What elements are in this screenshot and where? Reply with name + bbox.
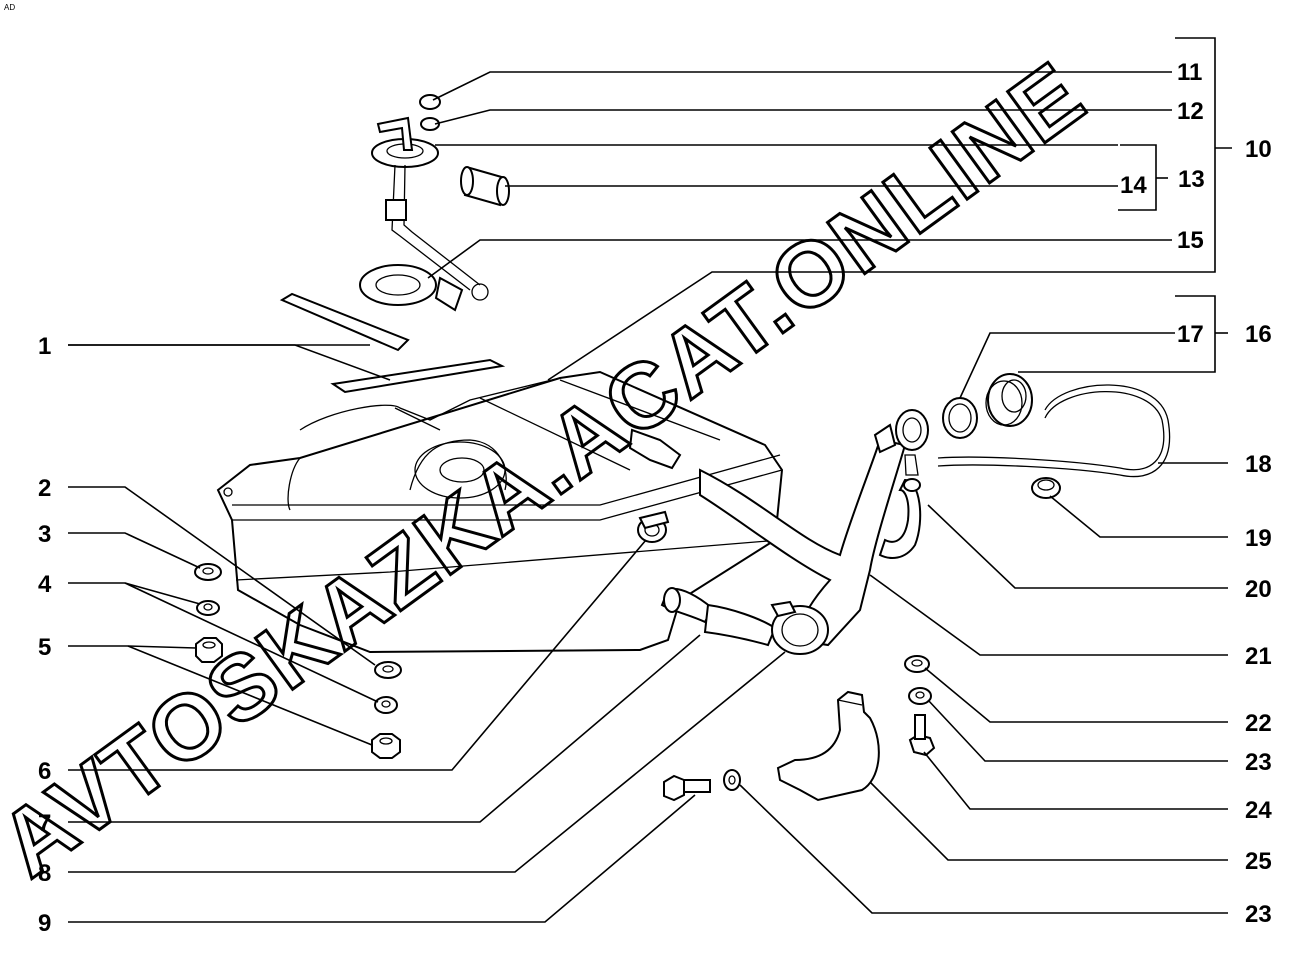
washer-3[interactable] — [194, 563, 222, 581]
bolt-24[interactable] — [908, 714, 936, 757]
label-12: 12 — [1177, 98, 1204, 125]
grommet-19[interactable] — [1031, 477, 1061, 499]
bolt-9[interactable] — [663, 774, 711, 802]
label-23-bottom: 23 — [1245, 901, 1272, 928]
label-25: 25 — [1245, 848, 1272, 875]
fuel-tank[interactable] — [216, 370, 784, 654]
label-2: 2 — [38, 475, 51, 502]
filler-cap-16[interactable] — [985, 373, 1033, 427]
label-22: 22 — [1245, 710, 1272, 737]
fuel-gauge-sender[interactable] — [371, 116, 489, 312]
bracket-group-10 — [1120, 37, 1232, 273]
label-4: 4 — [38, 571, 52, 598]
spring-washer-4b[interactable] — [374, 696, 398, 714]
label-10: 10 — [1245, 136, 1272, 163]
tank-pad-strip-1[interactable] — [279, 292, 410, 352]
label-5: 5 — [38, 634, 51, 661]
label-20: 20 — [1245, 576, 1272, 603]
bracket-group-16 — [1018, 295, 1228, 373]
sender-gasket[interactable] — [359, 264, 437, 306]
label-6: 6 — [38, 758, 51, 785]
label-21: 21 — [1245, 643, 1272, 670]
vent-pipe-20[interactable] — [878, 454, 922, 559]
label-18: 18 — [1245, 451, 1272, 478]
cap-nut-11[interactable] — [419, 94, 441, 110]
label-15: 15 — [1177, 227, 1204, 254]
label-19: 19 — [1245, 525, 1272, 552]
leader-lines — [68, 71, 1228, 923]
label-7: 7 — [38, 810, 51, 837]
washer-2[interactable] — [374, 661, 402, 679]
fuel-filter-14[interactable] — [460, 166, 510, 207]
label-24: 24 — [1245, 797, 1272, 824]
bracket-25[interactable] — [776, 690, 880, 802]
filler-neck-seal-17[interactable] — [942, 397, 978, 439]
label-8: 8 — [38, 860, 51, 887]
label-11: 11 — [1177, 59, 1202, 86]
washer-22[interactable] — [904, 655, 930, 673]
washer-12[interactable] — [420, 117, 440, 131]
label-23-right: 23 — [1245, 749, 1272, 776]
bracket-group-13 — [1118, 144, 1168, 211]
part-labels: 11 12 10 14 13 15 17 16 18 19 20 21 22 2… — [38, 59, 1272, 937]
spring-washer-23b[interactable] — [723, 769, 741, 791]
label-16: 16 — [1245, 321, 1272, 348]
nut-5b[interactable] — [371, 733, 401, 759]
label-13: 13 — [1178, 166, 1205, 193]
nut-5a[interactable] — [195, 637, 223, 663]
label-3: 3 — [38, 521, 51, 548]
tank-pad-strip-2[interactable] — [330, 358, 506, 394]
vent-hose-18[interactable] — [937, 384, 1171, 478]
clamp-6[interactable] — [637, 510, 670, 543]
label-1: 1 — [38, 333, 51, 360]
spring-washer-4a[interactable] — [196, 600, 220, 616]
clamp-8[interactable] — [770, 600, 829, 655]
hose-7[interactable] — [660, 587, 777, 647]
corner-mark: AD — [4, 3, 15, 12]
label-9: 9 — [38, 910, 51, 937]
spring-washer-23a[interactable] — [908, 687, 932, 705]
label-14: 14 — [1120, 172, 1147, 199]
filler-pipe-21[interactable] — [699, 409, 929, 647]
label-17: 17 — [1177, 321, 1204, 348]
